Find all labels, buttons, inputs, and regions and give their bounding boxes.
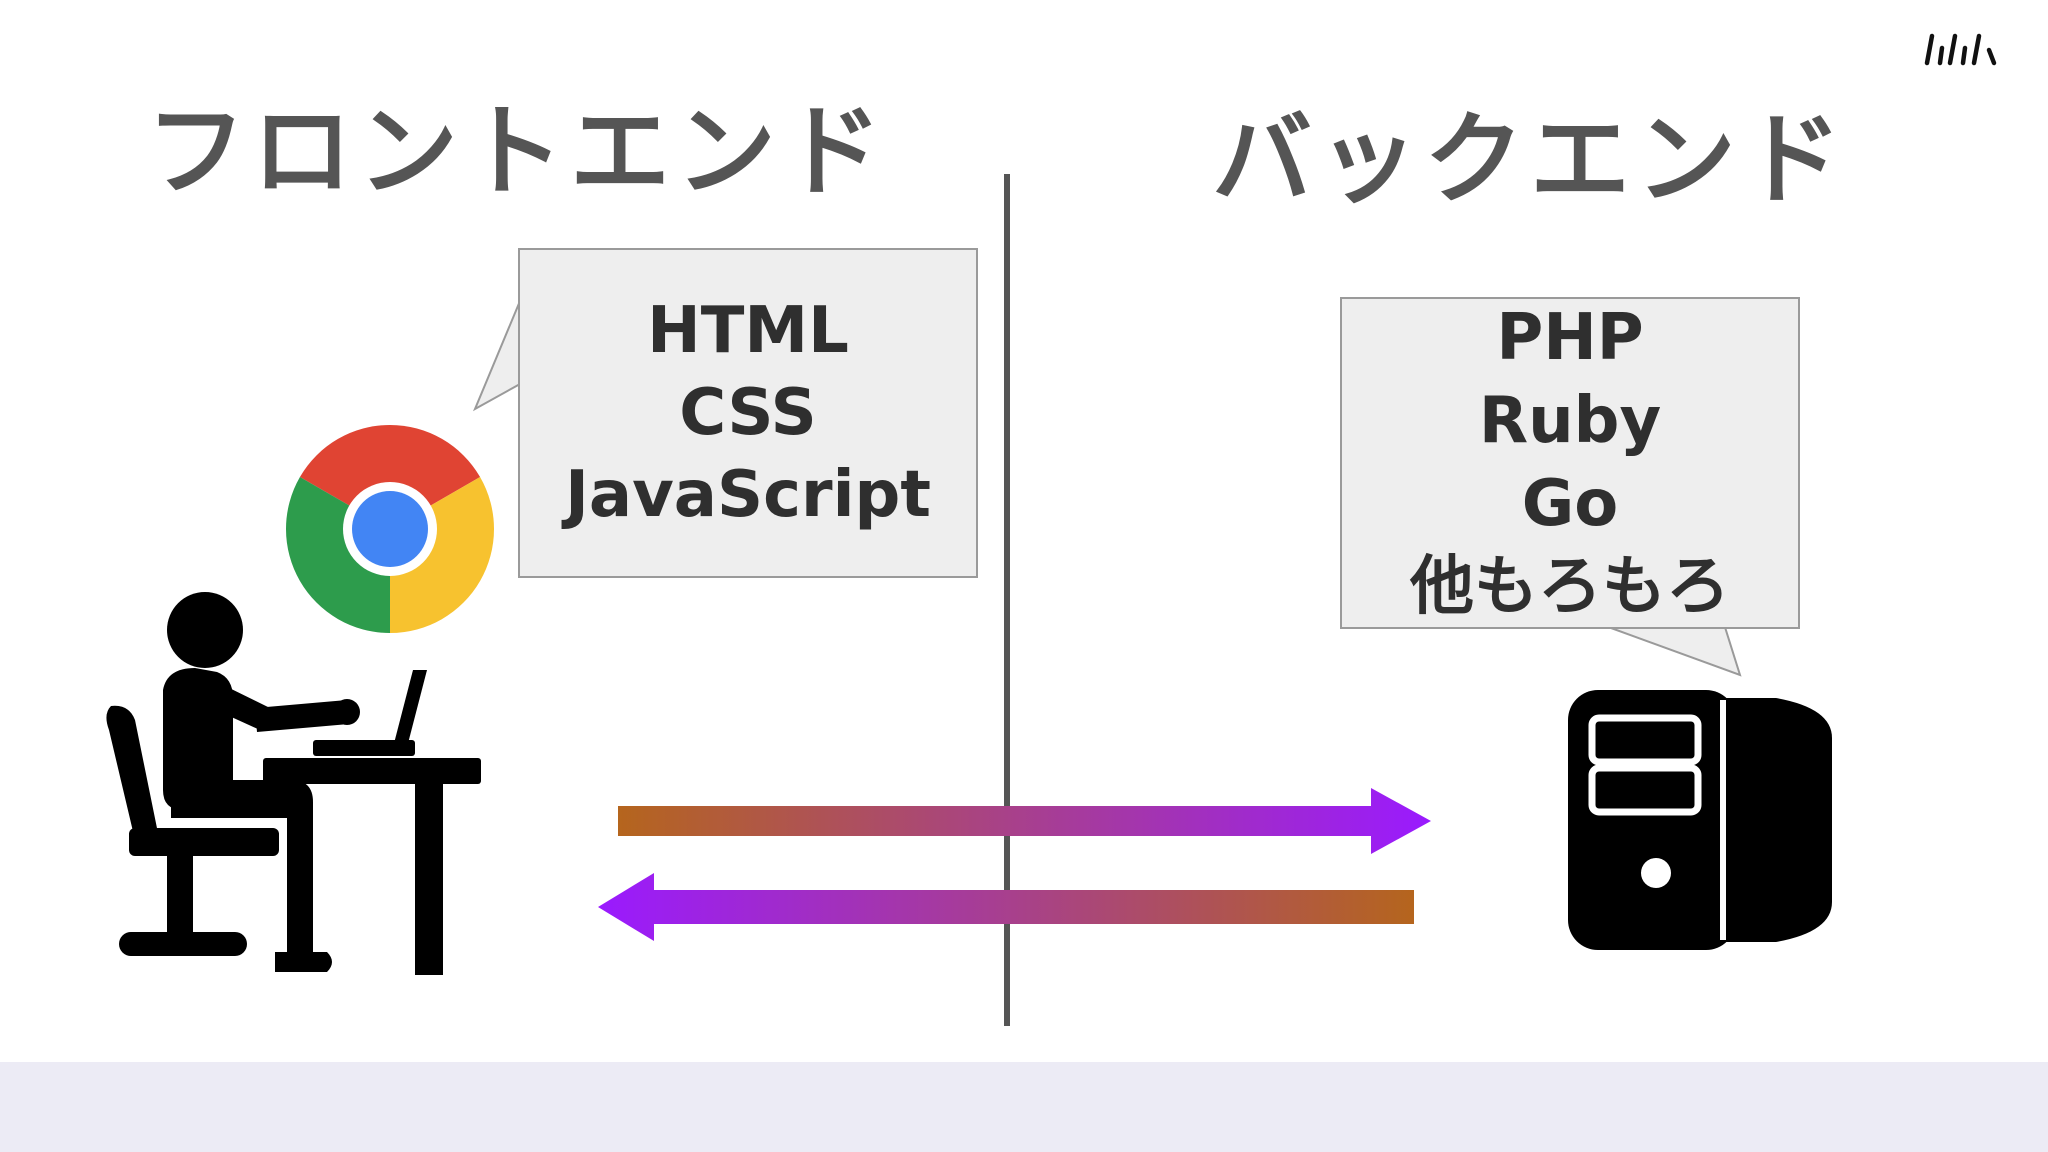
response-arrow xyxy=(598,873,1414,941)
browser-icon xyxy=(285,424,495,633)
backend-tech-item: 他もろもろ xyxy=(1410,550,1730,624)
backend-bubble: PHP Ruby Go 他もろもろ xyxy=(1340,297,1800,629)
frontend-heading: フロントエンド xyxy=(146,93,888,210)
request-arrow xyxy=(618,788,1431,854)
arrows xyxy=(598,788,1431,941)
server-icon xyxy=(1568,690,1832,950)
frontend-bubble: HTML CSS JavaScript xyxy=(518,248,978,578)
frontend-tech-item: CSS xyxy=(679,376,817,450)
person-at-desk-icon xyxy=(106,592,481,975)
backend-tech-item: Go xyxy=(1521,467,1619,541)
logo-icon xyxy=(1924,33,1997,66)
frontend-tech-item: JavaScript xyxy=(565,458,931,532)
backend-tech-item: Ruby xyxy=(1478,384,1662,458)
backend-heading: バックエンド xyxy=(1212,101,1848,218)
backend-tech-item: PHP xyxy=(1496,301,1644,375)
bottom-band xyxy=(0,1062,2048,1152)
frontend-tech-item: HTML xyxy=(647,294,849,368)
divider-line xyxy=(1004,174,1010,1026)
